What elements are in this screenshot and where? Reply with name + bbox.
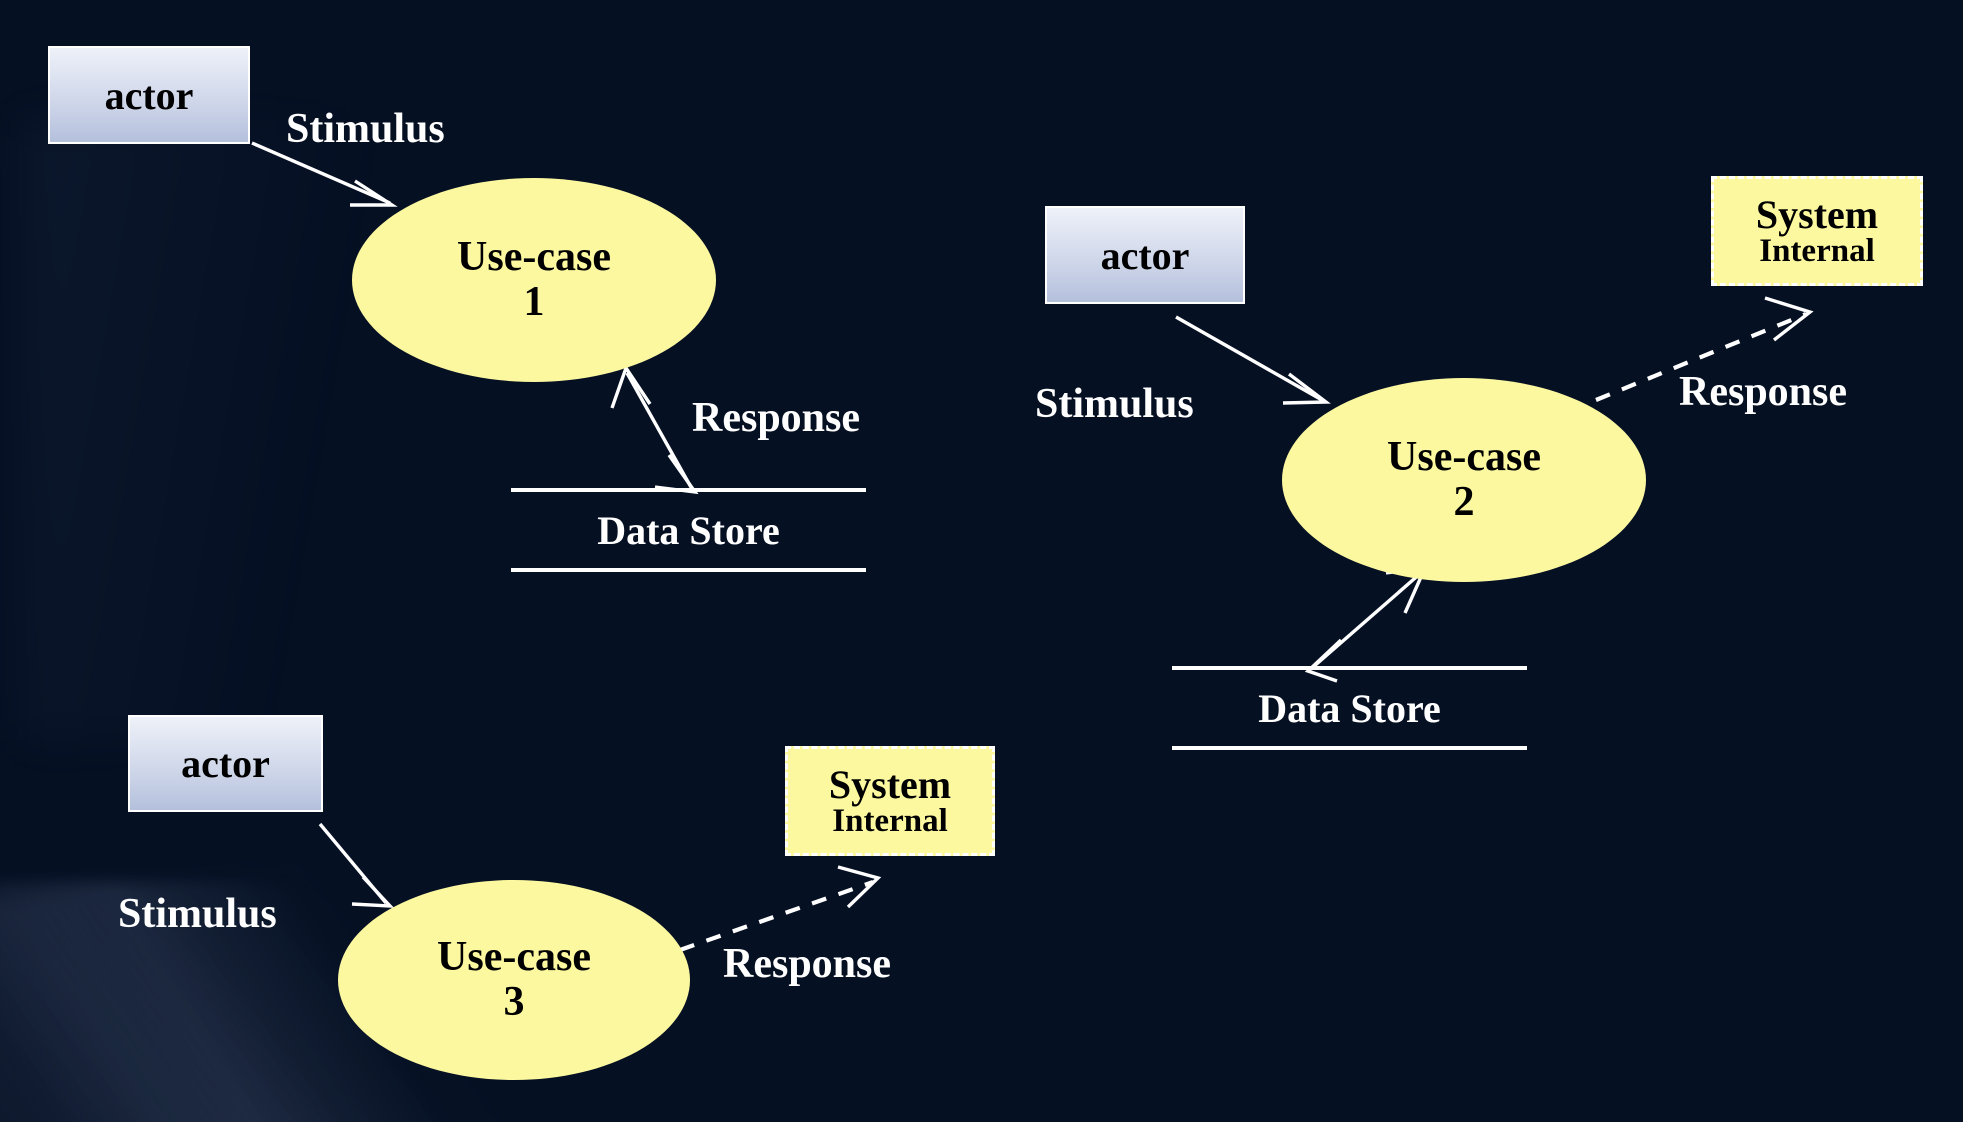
arrow-datastore-2 — [1304, 565, 1428, 683]
stimulus-label-2: Stimulus — [1035, 381, 1194, 427]
actor-box-3[interactable]: actor — [128, 715, 323, 812]
data-store-label: Data Store — [1258, 685, 1441, 731]
data-store-top-rule — [1172, 666, 1527, 670]
usecase-label-line1: Use-case — [1387, 433, 1541, 480]
usecase-label-line2: 1 — [523, 279, 545, 325]
actor-box-1[interactable]: actor — [48, 46, 250, 144]
usecase-ellipse-1[interactable]: Use-case 1 — [352, 178, 716, 382]
system-internal-line1: System — [828, 761, 952, 807]
usecase-label-line2: 2 — [1453, 479, 1475, 525]
data-store-top-rule — [511, 488, 866, 492]
actor-label: actor — [181, 741, 270, 786]
arrow-response-1 — [610, 364, 699, 495]
actor-label: actor — [1100, 232, 1190, 278]
arrow-response-2 — [1595, 296, 1814, 402]
response-label-3: Response — [723, 941, 892, 987]
data-store-bottom-rule — [1172, 746, 1527, 750]
system-internal-box-3[interactable]: System Internal — [785, 746, 995, 856]
system-internal-line2: Internal — [832, 802, 948, 839]
data-store-label: Data Store — [597, 507, 780, 553]
arrow-stimulus-3 — [318, 822, 395, 908]
usecase-ellipse-3[interactable]: Use-case 3 — [338, 880, 690, 1080]
usecase-ellipse-2[interactable]: Use-case 2 — [1282, 378, 1646, 582]
usecase-label-line2: 3 — [503, 979, 525, 1025]
data-store-2[interactable]: Data Store — [1172, 666, 1527, 750]
system-internal-line1: System — [1755, 191, 1879, 237]
system-internal-line2: Internal — [1759, 232, 1875, 269]
stimulus-label-3: Stimulus — [118, 891, 277, 937]
arrow-stimulus-1 — [251, 141, 398, 207]
actor-box-2[interactable]: actor — [1045, 206, 1245, 304]
arrow-stimulus-2 — [1175, 315, 1331, 405]
usecase-label-line1: Use-case — [437, 933, 591, 980]
stimulus-label-1: Stimulus — [286, 106, 445, 152]
system-internal-box-2[interactable]: System Internal — [1711, 176, 1923, 286]
data-store-1[interactable]: Data Store — [511, 488, 866, 572]
data-store-bottom-rule — [511, 568, 866, 572]
usecase-label-line1: Use-case — [457, 233, 611, 280]
response-label-1: Response — [692, 395, 861, 441]
response-label-2: Response — [1679, 369, 1848, 415]
arrow-response-3 — [679, 865, 882, 952]
actor-label: actor — [104, 72, 194, 118]
